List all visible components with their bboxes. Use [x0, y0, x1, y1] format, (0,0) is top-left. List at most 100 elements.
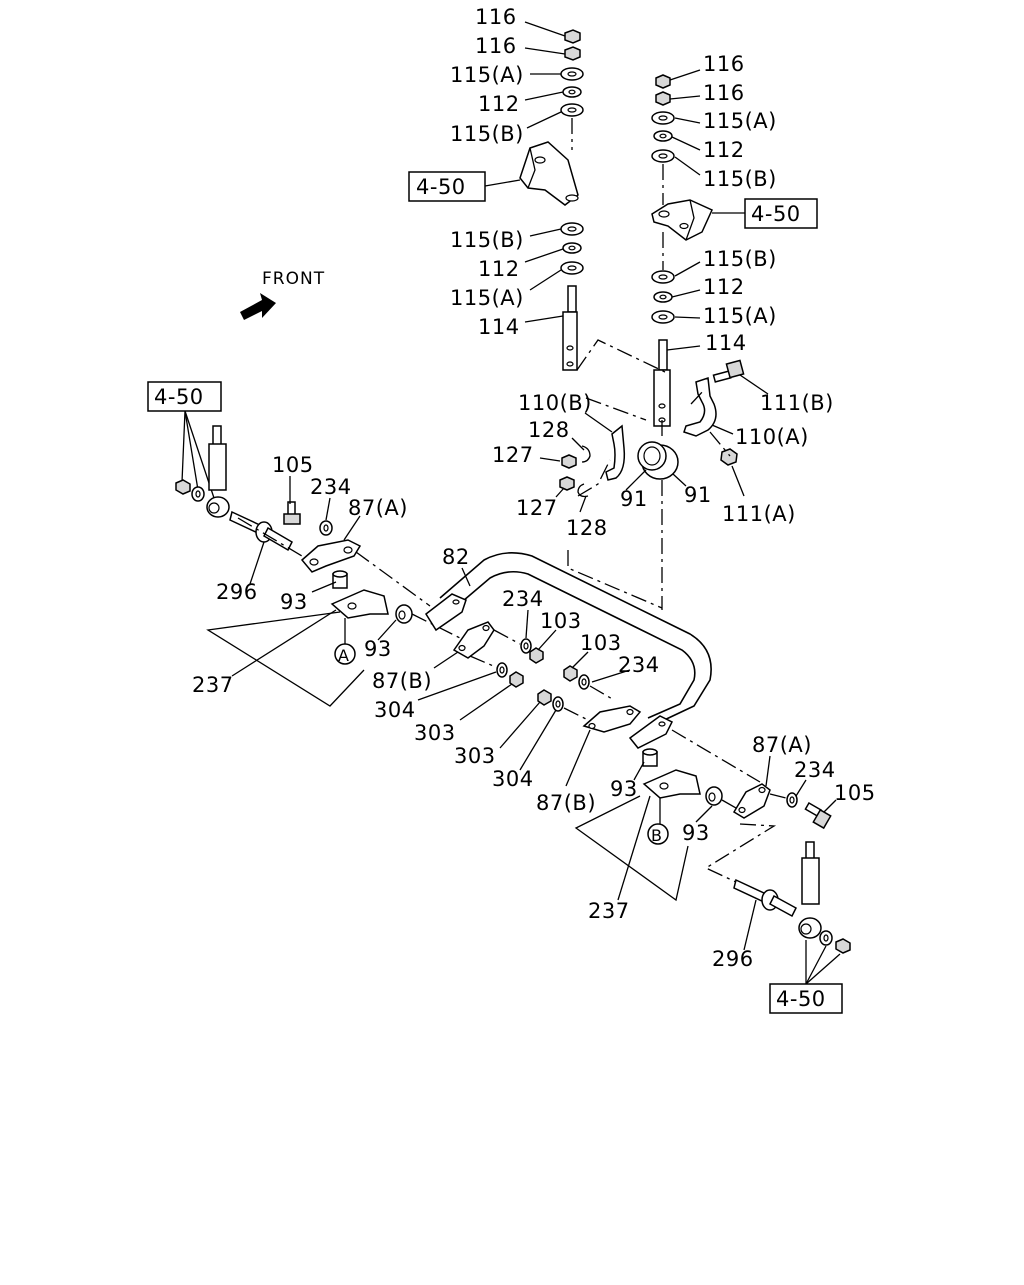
callout-128: 128 — [566, 516, 608, 540]
callout-304: 304 — [492, 767, 534, 791]
washer-icon — [191, 486, 205, 502]
callout-ref-4-50: 4-50 — [751, 202, 801, 226]
bolt-icon — [712, 359, 745, 383]
callout-127: 127 — [492, 443, 534, 467]
washer-icon — [562, 86, 582, 98]
bracket-icon — [642, 769, 701, 799]
nut-icon — [563, 665, 578, 682]
callout-93: 93 — [682, 821, 710, 845]
washer-icon — [651, 149, 675, 163]
stabilizer-link-icon — [798, 841, 822, 939]
upper-left-mount-stack: 116 116 115(A) 112 115(B) 4-50 115(B) 11… — [408, 5, 584, 371]
bolt-shaft-icon — [733, 878, 797, 918]
nut-icon — [835, 938, 851, 954]
nut-icon — [564, 29, 581, 44]
callout-ref-4-50: 4-50 — [416, 175, 466, 199]
callout-234: 234 — [618, 653, 660, 677]
callout-296: 296 — [712, 947, 754, 971]
callout-127: 127 — [516, 496, 558, 520]
callout-103: 103 — [540, 609, 582, 633]
nut-icon — [559, 476, 575, 491]
callout-87b: 87(B) — [372, 669, 432, 693]
bolt-icon — [283, 501, 301, 525]
callout-112: 112 — [478, 257, 520, 281]
bolt-icon — [804, 802, 832, 830]
washer-icon — [819, 930, 833, 946]
callout-114: 114 — [478, 315, 520, 339]
ref-box — [744, 198, 818, 229]
callout-112: 112 — [703, 138, 745, 162]
callout-111a: 111(A) — [722, 502, 796, 526]
nut-icon — [561, 454, 577, 469]
callout-234: 234 — [794, 758, 836, 782]
washer-icon — [319, 520, 333, 536]
upper-right-mount-stack: 116 116 115(A) 112 115(B) 4-50 115(B) 11… — [492, 52, 833, 610]
washer-icon — [560, 222, 584, 236]
callout-93: 93 — [364, 637, 392, 661]
callout-114: 114 — [705, 331, 747, 355]
ref-box — [408, 171, 486, 202]
bolt-icon — [720, 448, 738, 466]
bracket-icon — [651, 199, 713, 241]
link-rod-icon — [653, 339, 671, 427]
callout-91: 91 — [684, 483, 712, 507]
bushing-icon — [637, 441, 679, 480]
clip-icon — [577, 483, 589, 498]
washer-icon — [560, 103, 584, 117]
nut-icon — [529, 647, 544, 664]
callout-237: 237 — [588, 899, 630, 923]
ref-box — [147, 381, 222, 412]
callout-115b: 115(B) — [703, 167, 777, 191]
front-label: FRONT — [262, 269, 325, 289]
washer-icon — [496, 662, 508, 678]
callout-115b: 115(B) — [450, 122, 524, 146]
callout-234: 234 — [502, 587, 544, 611]
circle-label-b: B — [651, 826, 662, 845]
washer-icon — [786, 792, 798, 808]
callout-112: 112 — [703, 275, 745, 299]
callout-110a: 110(A) — [735, 425, 809, 449]
callout-87a: 87(A) — [348, 496, 408, 520]
callout-128: 128 — [528, 418, 570, 442]
stabilizer-link-icon — [206, 425, 230, 518]
bracket-icon — [519, 141, 579, 206]
callout-296: 296 — [216, 580, 258, 604]
callout-234: 234 — [310, 475, 352, 499]
callout-116: 116 — [475, 34, 517, 58]
callout-115a: 115(A) — [703, 304, 777, 328]
bushing-icon — [395, 604, 413, 624]
callout-103: 103 — [580, 631, 622, 655]
clamp-bracket-icon — [605, 424, 626, 481]
front-indicator: FRONT — [240, 269, 325, 320]
callout-ref-4-50: 4-50 — [154, 385, 204, 409]
stabilizer-bar-assembly: 82 234 103 103 234 87(B) 304 303 303 304… — [372, 545, 761, 815]
callout-116: 116 — [703, 52, 745, 76]
circle-label-a: A — [338, 646, 349, 665]
bracket-icon — [330, 589, 389, 619]
callout-115a: 115(A) — [450, 286, 524, 310]
washer-icon — [651, 310, 675, 324]
bar-end-icon — [425, 593, 467, 632]
callout-116: 116 — [475, 5, 517, 29]
callout-304: 304 — [374, 698, 416, 722]
nut-icon — [175, 479, 191, 495]
bar-end-icon — [628, 715, 674, 749]
clip-icon — [581, 445, 591, 463]
callout-105: 105 — [272, 453, 314, 477]
callout-93: 93 — [610, 777, 638, 801]
clamp-bracket-icon — [683, 376, 717, 437]
right-link-assembly: B — [574, 733, 875, 1014]
callout-112: 112 — [478, 92, 520, 116]
washer-icon — [520, 638, 532, 654]
link-rod-icon — [562, 285, 578, 371]
nut-icon — [655, 91, 671, 106]
nut-icon — [537, 689, 552, 706]
washer-icon — [560, 67, 584, 81]
callout-82: 82 — [442, 545, 470, 569]
left-link-assembly: 4-50 — [147, 381, 465, 707]
washer-icon — [552, 696, 564, 712]
callout-110b: 110(B) — [518, 391, 592, 415]
bushing-icon — [705, 786, 723, 806]
